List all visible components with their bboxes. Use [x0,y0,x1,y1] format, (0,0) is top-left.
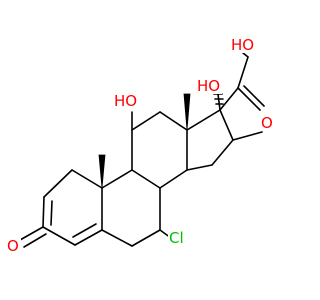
c11-hydroxyl-label: HO [114,92,137,110]
molecule-structure: O HO HO Cl O HO [5,35,275,255]
atom-labels: O HO HO Cl O HO [5,35,275,255]
side-chain-ketone-oxygen-label: O [261,114,273,132]
chloro-label: Cl [169,229,184,247]
bond-skeleton [19,43,265,248]
ring-ketone-oxygen-label: O [7,237,19,255]
side-chain-hydroxyl-label: HO [231,36,254,54]
c17-hydroxyl-label: HO [197,77,220,95]
